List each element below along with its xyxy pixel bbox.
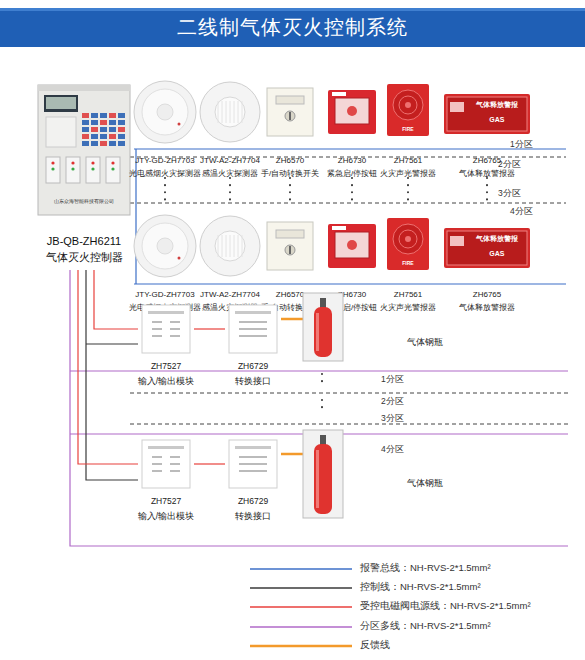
device-name: 转换接口 [203,376,303,386]
zone-label: 4分区 [381,444,404,454]
valve-power-wire [94,270,138,329]
valve-power-wire [78,270,138,464]
zone-multi-wire [70,270,568,546]
legend-line-sample [250,645,352,648]
zone-label: 3分区 [381,413,404,423]
zone-divider [130,424,568,425]
legend-line-sample [250,568,352,570]
device-name: 输入/输出模块 [116,376,216,386]
model-number: ZH6570 [235,156,345,166]
conversion-interface: ZH6729转换接口 [225,440,281,530]
legend-line-sample [250,587,352,589]
zone-multi-wire [70,370,568,371]
io-module: ZH7527输入/输出模块 [138,305,194,395]
conversion-interface: ZH6729转换接口 [225,305,281,395]
sound-light-alarm: FIREZH7561火灾声光警报器 [377,74,439,180]
emergency-button: ZH6730紧急启/停按钮 [321,74,383,180]
model-number: ZH6729 [203,361,303,371]
legend-text: 受控电磁阀电源线：NH-RVS-2*1.5mm² [360,600,531,611]
zone-label: 1分区 [381,374,404,384]
heat-detector: JTW-A2-ZH7704感温火灾探测器 [195,208,265,314]
face-text: GAS [467,116,526,124]
legend-line-sample [250,626,352,628]
legend-line-sample [250,606,352,608]
sound-light-alarm: FIREZH7561火灾声光警报器 [377,208,439,314]
maker-text: 山东众海智能科技有限公司 [38,198,130,204]
zone-label: 2分区 [381,396,404,406]
zone-label: 3分区 [498,188,521,198]
valve-power-wire [194,328,225,329]
heat-detector: JTW-A2-ZH7704感温火灾探测器 [195,74,265,180]
feedback-wire [281,318,303,321]
alarm-bus-wire [134,283,566,284]
device-name: 气体钢瓶 [395,337,455,347]
zone-label: 4分区 [510,206,533,216]
diagram-title: 二线制气体灭火控制系统 [0,8,585,47]
device-name: 气体释放警报器 [418,169,556,179]
continuation-dots [229,178,231,200]
smoke-detector: JTY-GD-ZH7703光电感烟火灾探测器 [130,208,200,314]
valve-power-wire [194,463,225,464]
banner-highlight [0,8,585,11]
alarm-bus-wire [134,148,566,149]
model-number: ZH6765 [418,290,556,300]
device-name: 转换接口 [203,511,303,521]
mode-switch: ZH6570手/自动转换开关 [259,74,321,180]
face-text: GAS [467,250,526,258]
zone-divider [130,393,568,394]
legend-text: 控制线：NH-RVS-2*1.5mm² [360,581,481,592]
face-text: FIRE [377,260,439,266]
feedback-wire [281,453,303,456]
io-module: ZH7527输入/输出模块 [138,440,194,530]
gas-cylinder: 气体钢瓶 [303,293,343,361]
device-name: 火灾声光警报器 [353,169,463,179]
model-number: ZH7527 [116,496,216,506]
control-wire [86,343,138,344]
model-number: ZH6729 [203,496,303,506]
gas-cylinder-symbol [303,430,343,518]
model-number: ZH7561 [353,156,463,166]
model-number: JB-QB-ZH6211 [14,235,154,248]
continuation-dots [486,178,488,200]
legend-text: 反馈线 [360,639,390,650]
continuation-dots [164,178,166,200]
device-name: 火灾声光警报器 [353,303,463,313]
gas-cylinder-symbol [303,293,343,361]
smoke-detector: JTY-GD-ZH7703光电感烟火灾探测器 [130,74,200,180]
model-number: ZH7527 [116,361,216,371]
continuation-dots [407,178,409,200]
continuation-dots [289,178,291,200]
title-banner [0,8,585,47]
device-name: 气体钢瓶 [395,478,455,488]
device-name: 输入/输出模块 [116,511,216,521]
device-name: 气体释放警报器 [418,303,556,313]
legend-text: 报警总线：NH-RVS-2*1.5mm² [360,562,491,573]
gas-cylinder: 气体钢瓶 [303,430,343,518]
continuation-dots [351,178,353,200]
fire-controller: 山东众海智能科技有限公司JB-QB-ZH6211气体灭火控制器 [38,85,130,270]
model-number: ZH7561 [353,290,463,300]
zone-divider [130,203,566,204]
control-wire [86,270,138,480]
model-number: ZH6765 [418,156,556,166]
zone-label: 1分区 [510,139,533,149]
zone-label: 2分区 [498,159,521,169]
legend-text: 分区多线：NH-RVS-2*1.5mm² [360,620,491,631]
face-text: 气体释放警报 [467,235,526,243]
face-text: 气体释放警报 [467,101,526,109]
gas-release-alarm: 气体释放警报GASZH6765气体释放警报器 [442,208,532,314]
model-number: ZH6730 [297,156,407,166]
model-number: JTW-A2-ZH7704 [171,156,289,166]
face-text: FIRE [377,126,439,132]
model-number: JTW-A2-ZH7704 [171,290,289,300]
continuation-dots [321,400,323,414]
device-name: 气体灭火控制器 [14,251,154,264]
continuation-dots [321,374,323,388]
